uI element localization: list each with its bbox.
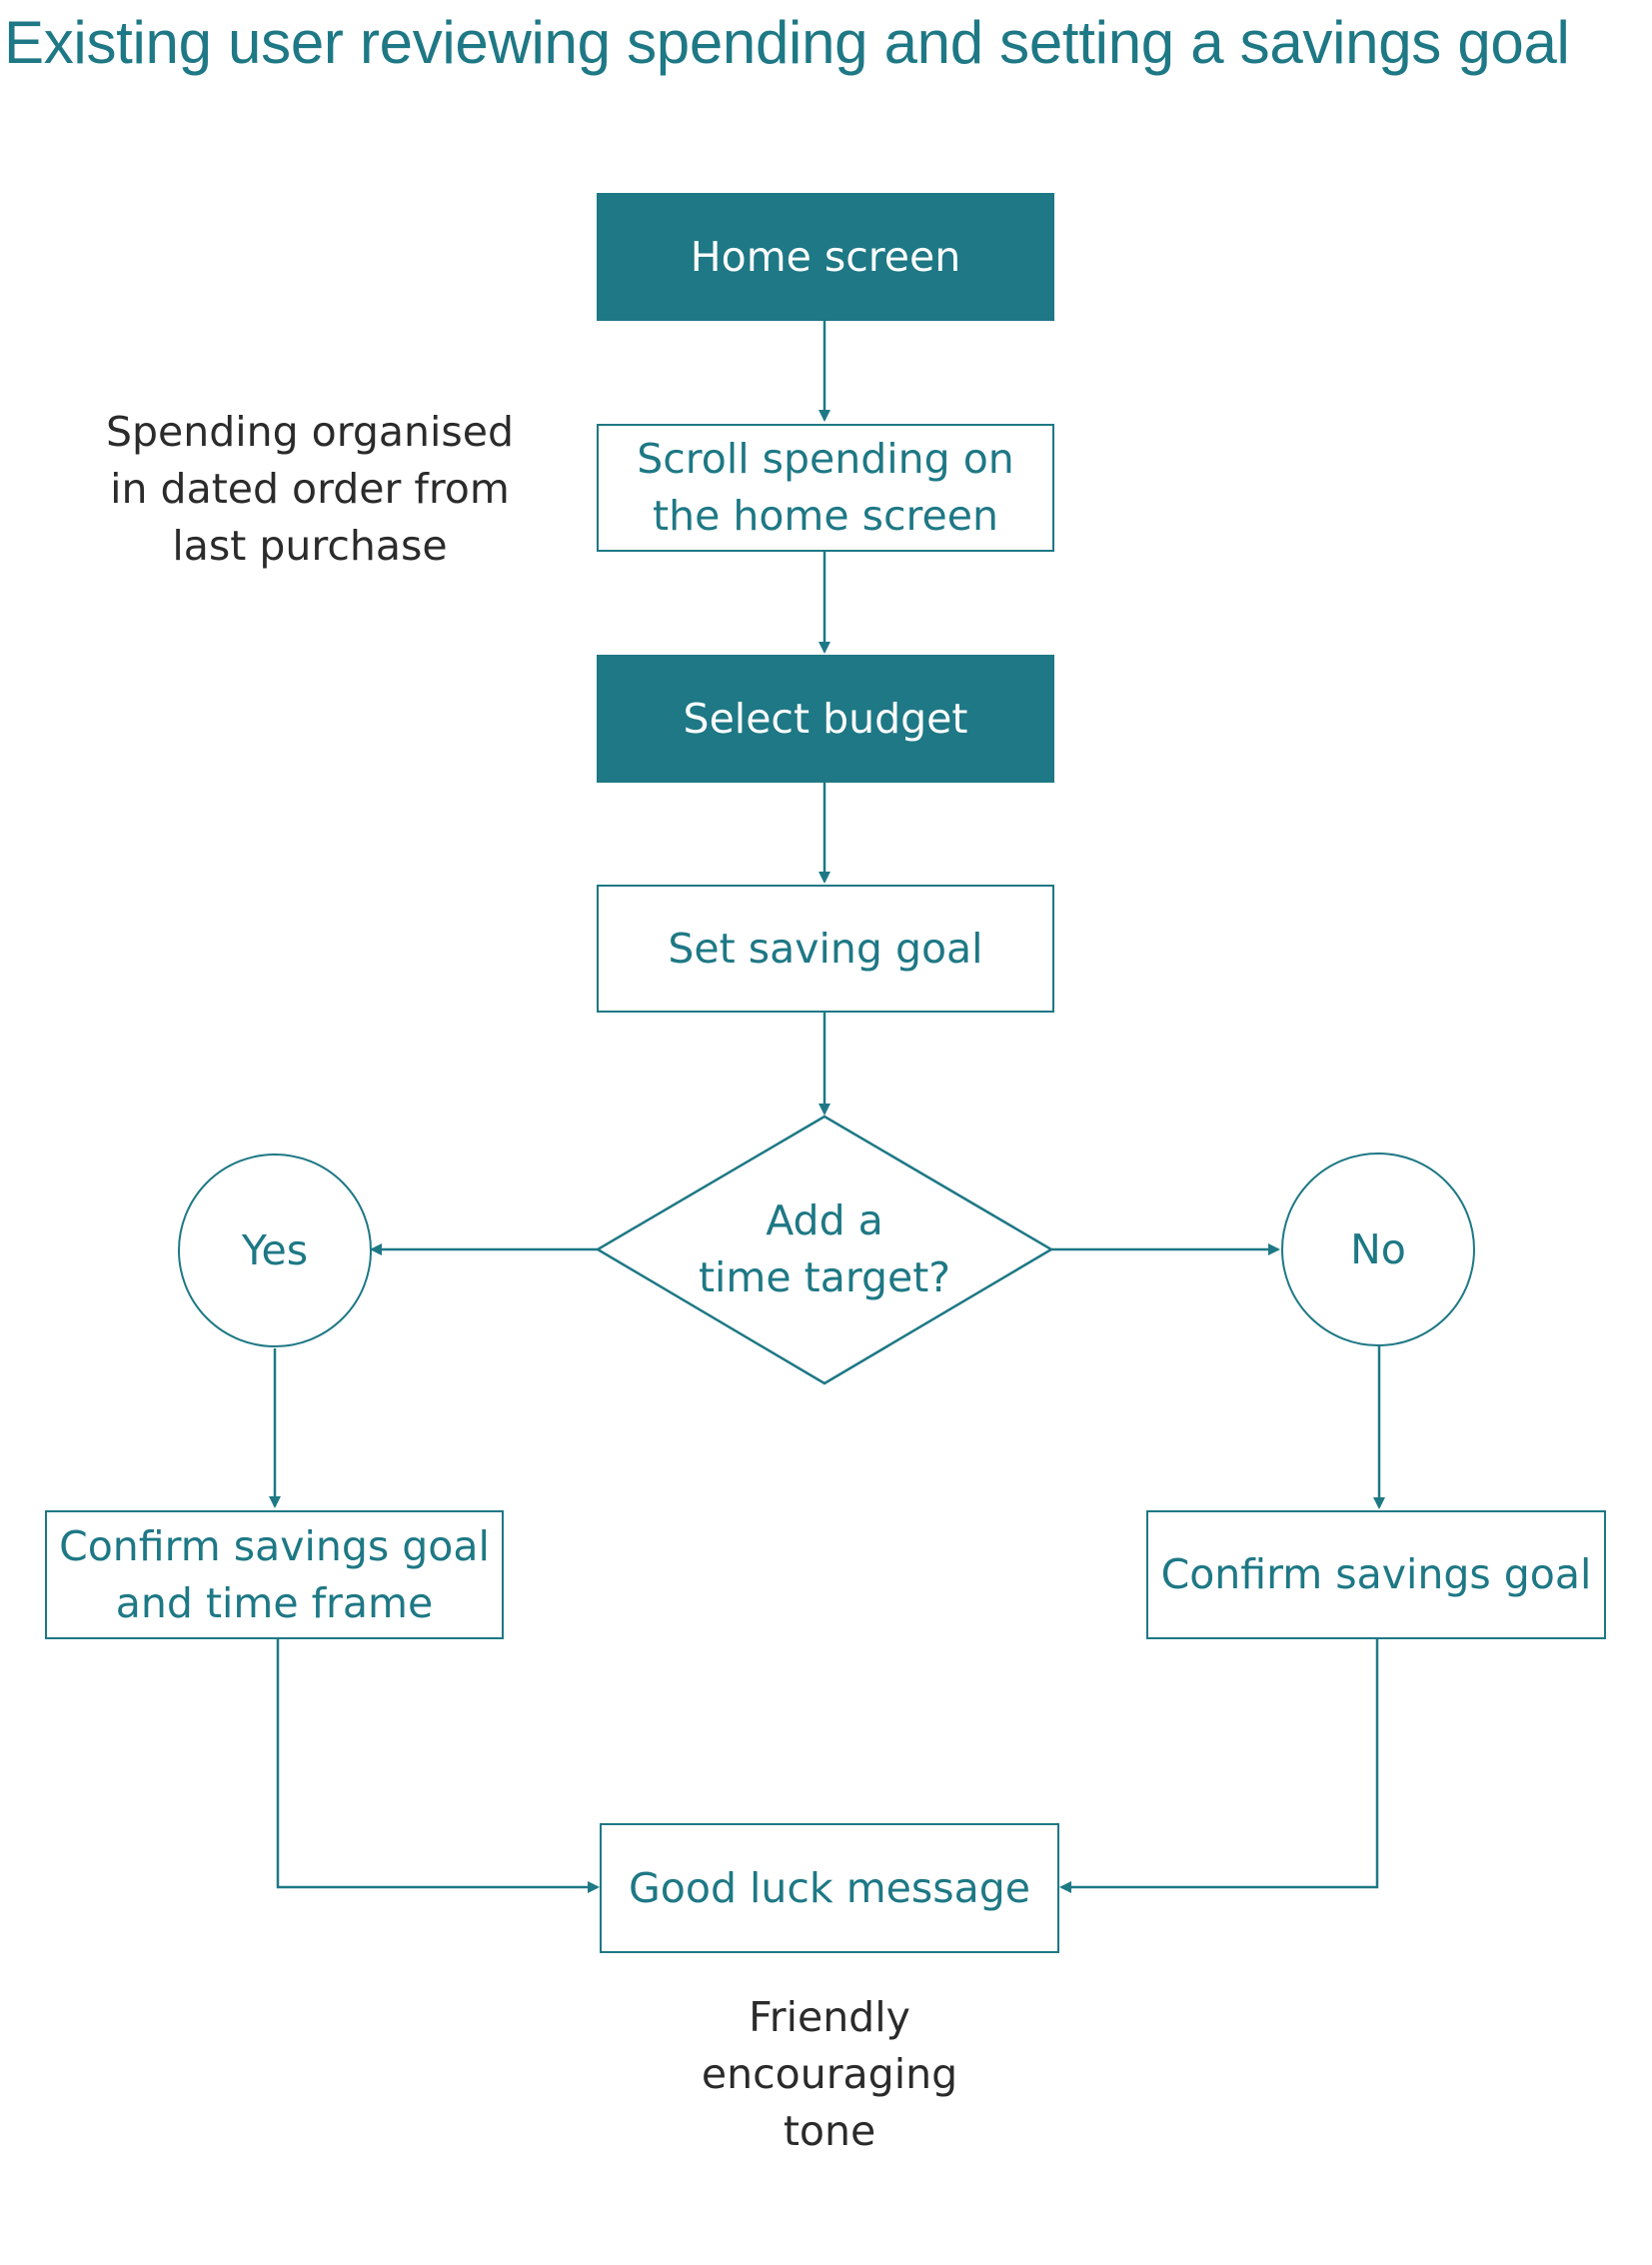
diagram-title: Existing user reviewing spending and set… [4, 9, 1570, 76]
confirm-goal-time-step: Confirm savings goal and time frame [45, 1510, 504, 1639]
yes-branch: Yes [178, 1153, 372, 1347]
connector-confirm-to-goodluck [1059, 1639, 1379, 1893]
connector-confirm-time-to-goodluck [276, 1639, 600, 1893]
confirm-goal-step: Confirm savings goal [1146, 1510, 1606, 1639]
spending-note: Spending organised in dated order from l… [105, 408, 515, 570]
select-budget-step: Select budget [597, 655, 1054, 783]
no-branch: No [1281, 1152, 1475, 1346]
scroll-spending-step: Scroll spending on the home screen [597, 424, 1054, 552]
decision-label: Add a time target? [698, 1196, 951, 1301]
decision-diamond [595, 1115, 1054, 1385]
good-luck-step: Good luck message [600, 1823, 1059, 1953]
set-saving-goal-step: Set saving goal [597, 885, 1054, 1013]
tone-note: Friendly encouraging tone [701, 1993, 958, 2155]
home-screen-step: Home screen [597, 193, 1054, 321]
